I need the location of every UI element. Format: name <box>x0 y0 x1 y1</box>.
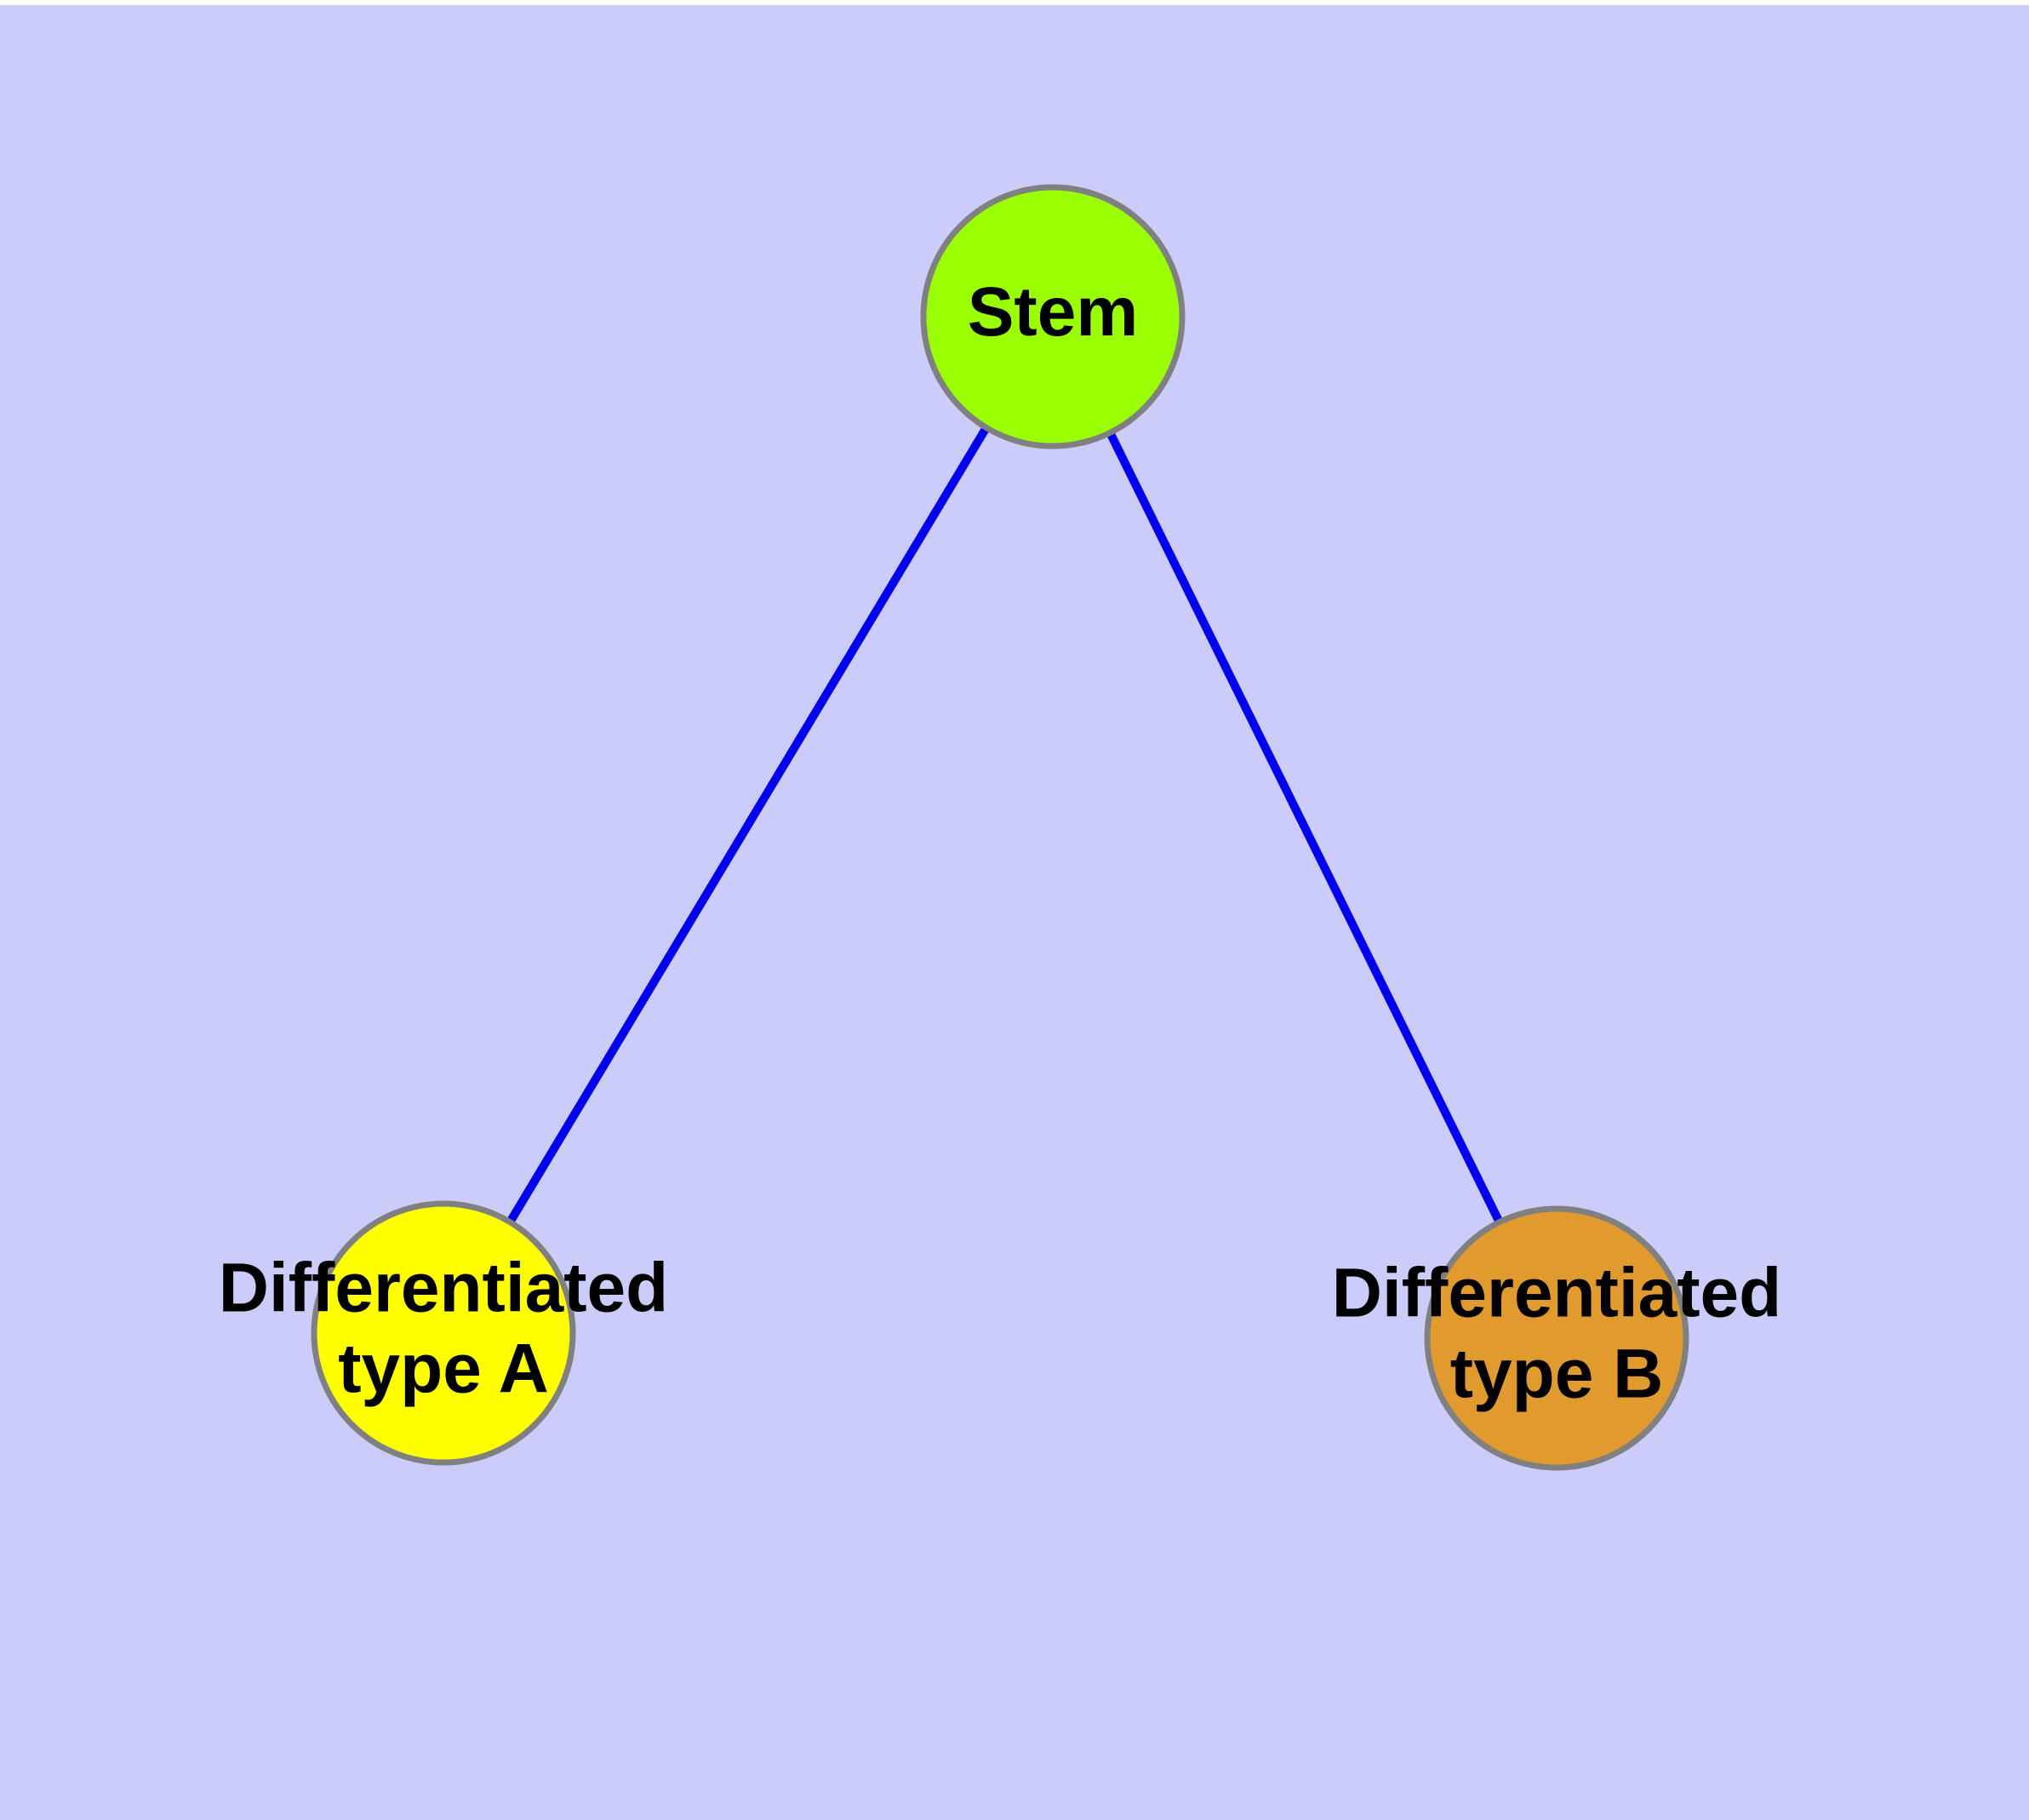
nodes-layer <box>311 184 1689 1471</box>
node-diff_b[interactable] <box>1424 1205 1689 1471</box>
node-stem[interactable] <box>920 184 1186 449</box>
node-diff_a[interactable] <box>311 1200 576 1466</box>
edge-stem-to-diff_b <box>1106 432 1503 1223</box>
node-label-line: Stem <box>968 273 1139 351</box>
node-label-line: type B <box>1450 1335 1664 1412</box>
node-label-line: type A <box>338 1330 549 1407</box>
node-label-stem: Stem <box>968 273 1139 351</box>
edge-stem-to-diff_a <box>506 426 990 1223</box>
node-label-line: Differentiated <box>1332 1254 1782 1331</box>
node-label-line: Differentiated <box>219 1249 669 1326</box>
edges-layer <box>506 426 1503 1223</box>
